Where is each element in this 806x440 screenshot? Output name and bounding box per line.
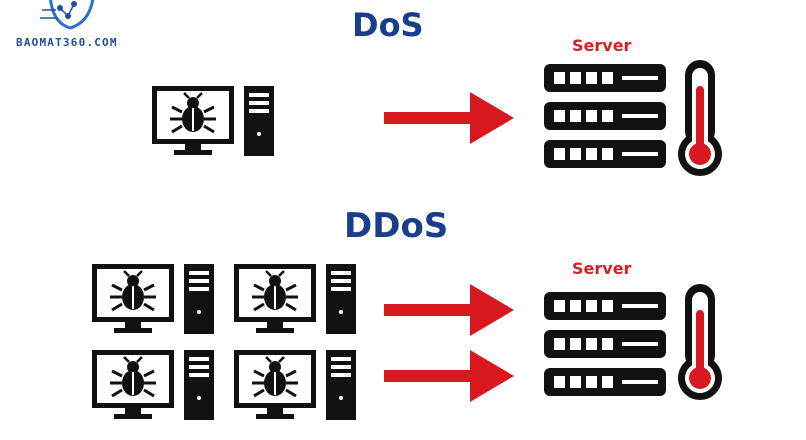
infected-computer-icon bbox=[232, 348, 358, 422]
arrow-right-icon bbox=[384, 284, 514, 336]
dos-server-label: Server bbox=[572, 36, 632, 55]
ddos-server-label: Server bbox=[572, 259, 632, 278]
shield-network-icon bbox=[40, 0, 95, 30]
infected-computer-icon bbox=[90, 348, 216, 422]
logo-text: BAOMAT360.COM bbox=[16, 36, 118, 49]
ddos-title: DDoS bbox=[344, 206, 449, 246]
dos-title: DoS bbox=[352, 6, 424, 44]
arrow-right-icon bbox=[384, 350, 514, 402]
server-rack-icon bbox=[544, 292, 666, 396]
thermometer-icon bbox=[678, 284, 722, 400]
infected-computer-icon bbox=[90, 262, 216, 336]
infected-computer-icon bbox=[150, 84, 276, 158]
server-rack-icon bbox=[544, 64, 666, 168]
thermometer-icon bbox=[678, 60, 722, 176]
infected-computer-icon bbox=[232, 262, 358, 336]
arrow-right-icon bbox=[384, 92, 514, 144]
